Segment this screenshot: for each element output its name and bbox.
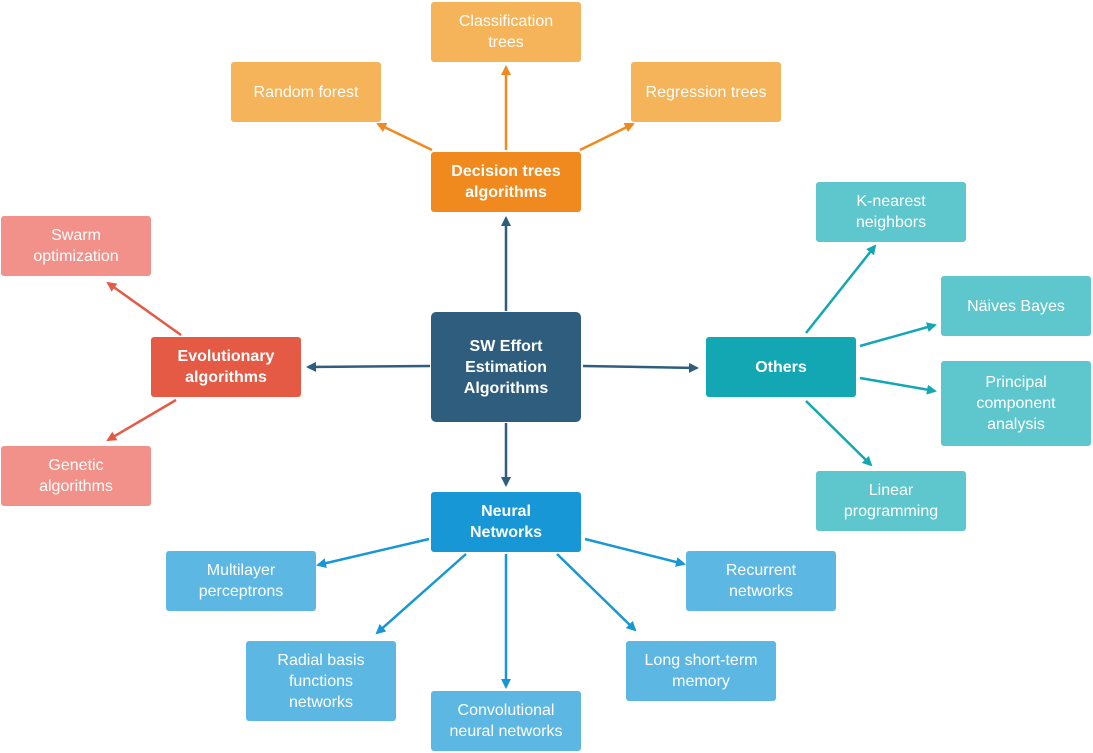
arrow-nn-to-multilayer [316, 537, 430, 569]
arrow-nn-to-lstm [556, 553, 637, 632]
leaf-radial-basis-functions-networks: Radial basis functions networks [246, 641, 396, 721]
arrow-decision-to-random-forest [376, 122, 433, 152]
category-others: Others [706, 337, 856, 397]
leaf-principal-component-analysis: Principal component analysis [941, 361, 1091, 446]
arrow-evolutionary-to-genetic [106, 398, 177, 442]
arrow-nn-to-radial-basis [375, 553, 467, 635]
leaf-multilayer-perceptrons: Multilayer perceptrons [166, 551, 316, 611]
leaf-genetic-algorithms: Genetic algorithms [1, 446, 151, 506]
leaf-naive-bayes: Näives Bayes [941, 276, 1091, 336]
leaf-regression-trees: Regression trees [631, 62, 781, 122]
leaf-classification-trees: Classification trees [431, 2, 581, 62]
leaf-linear-programming: Linear programming [816, 471, 966, 531]
leaf-swarm-optimization: Swarm optimization [1, 216, 151, 276]
arrow-others-to-naive-bayes [859, 322, 937, 348]
leaf-long-short-term-memory: Long short-term memory [626, 641, 776, 701]
category-neural-networks: Neural Networks [431, 492, 581, 552]
arrow-others-to-knn [805, 244, 877, 334]
leaf-convolutional-neural-networks: Convolutional neural networks [431, 691, 581, 751]
arrow-others-to-linear-programming [805, 400, 873, 467]
leaf-random-forest: Random forest [231, 62, 381, 122]
category-decision-trees: Decision trees algorithms [431, 152, 581, 212]
arrow-others-to-pca [859, 376, 937, 395]
arrow-center-to-others [582, 362, 699, 373]
leaf-k-nearest-neighbors: K-nearest neighbors [816, 182, 966, 242]
arrow-center-to-evolutionary [306, 361, 431, 372]
center-node-sw-effort-estimation: SW Effort Estimation Algorithms [431, 312, 581, 422]
leaf-recurrent-networks: Recurrent networks [686, 551, 836, 611]
arrow-decision-to-regression [579, 122, 635, 152]
arrow-nn-to-recurrent [584, 537, 686, 567]
category-evolutionary: Evolutionary algorithms [151, 337, 301, 397]
arrow-evolutionary-to-swarm [106, 281, 182, 337]
